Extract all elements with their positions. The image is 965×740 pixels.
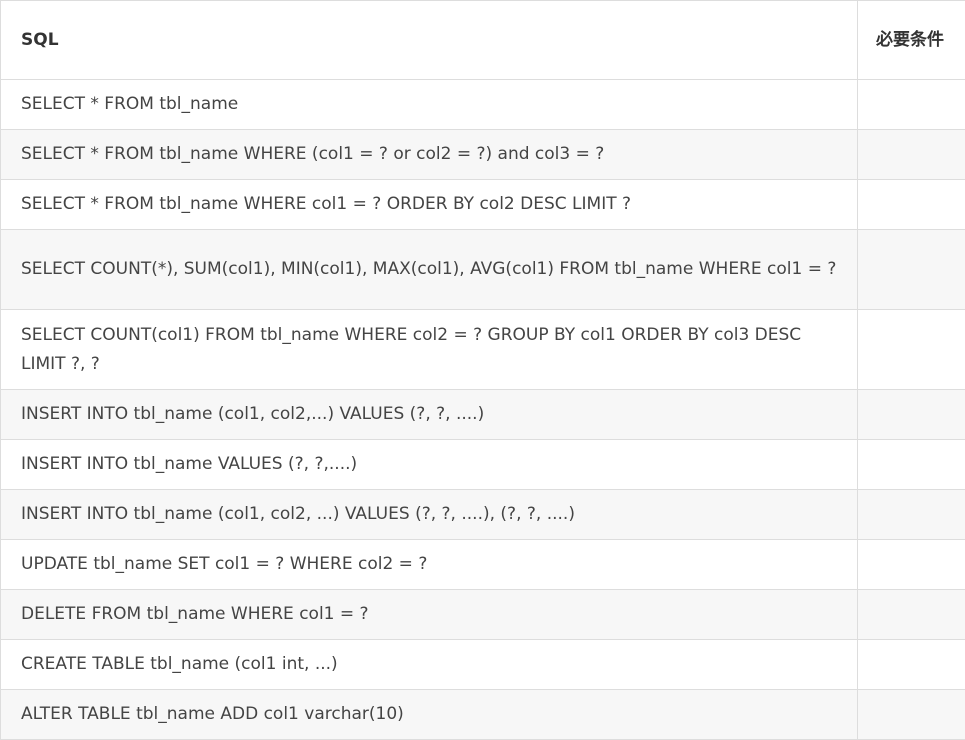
required-cell xyxy=(858,310,965,390)
sql-cell: SELECT * FROM tbl_name xyxy=(1,80,858,130)
required-cell xyxy=(858,590,965,640)
table-row: SELECT * FROM tbl_name WHERE (col1 = ? o… xyxy=(1,130,965,180)
header-required: 必要条件 xyxy=(858,1,965,80)
header-sql: SQL xyxy=(1,1,858,80)
required-cell xyxy=(858,490,965,540)
table-row: SELECT COUNT(col1) FROM tbl_name WHERE c… xyxy=(1,310,965,390)
required-cell xyxy=(858,690,965,740)
required-cell xyxy=(858,230,965,310)
table-row: UPDATE tbl_name SET col1 = ? WHERE col2 … xyxy=(1,540,965,590)
required-cell xyxy=(858,540,965,590)
table-row: SELECT COUNT(*), SUM(col1), MIN(col1), M… xyxy=(1,230,965,310)
sql-cell: UPDATE tbl_name SET col1 = ? WHERE col2 … xyxy=(1,540,858,590)
sql-cell: INSERT INTO tbl_name (col1, col2,...) VA… xyxy=(1,390,858,440)
table-row: INSERT INTO tbl_name (col1, col2,...) VA… xyxy=(1,390,965,440)
required-cell xyxy=(858,180,965,230)
sql-cell: SELECT * FROM tbl_name WHERE (col1 = ? o… xyxy=(1,130,858,180)
sql-cell: DELETE FROM tbl_name WHERE col1 = ? xyxy=(1,590,858,640)
table-row: INSERT INTO tbl_name VALUES (?, ?,....) xyxy=(1,440,965,490)
header-row: SQL 必要条件 xyxy=(1,1,965,80)
table-row: DELETE FROM tbl_name WHERE col1 = ? xyxy=(1,590,965,640)
required-cell xyxy=(858,80,965,130)
table-body: SELECT * FROM tbl_name SELECT * FROM tbl… xyxy=(1,80,965,740)
sql-cell: SELECT COUNT(col1) FROM tbl_name WHERE c… xyxy=(1,310,858,390)
table-row: INSERT INTO tbl_name (col1, col2, ...) V… xyxy=(1,490,965,540)
table-row: SELECT * FROM tbl_name xyxy=(1,80,965,130)
table-row: CREATE TABLE tbl_name (col1 int, ...) xyxy=(1,640,965,690)
table-row: ALTER TABLE tbl_name ADD col1 varchar(10… xyxy=(1,690,965,740)
table-row: SELECT * FROM tbl_name WHERE col1 = ? OR… xyxy=(1,180,965,230)
sql-cell: INSERT INTO tbl_name (col1, col2, ...) V… xyxy=(1,490,858,540)
sql-cell: SELECT COUNT(*), SUM(col1), MIN(col1), M… xyxy=(1,230,858,310)
sql-cell: SELECT * FROM tbl_name WHERE col1 = ? OR… xyxy=(1,180,858,230)
required-cell xyxy=(858,440,965,490)
table-header: SQL 必要条件 xyxy=(1,1,965,80)
required-cell xyxy=(858,640,965,690)
sql-cell: ALTER TABLE tbl_name ADD col1 varchar(10… xyxy=(1,690,858,740)
required-cell xyxy=(858,130,965,180)
sql-cell: CREATE TABLE tbl_name (col1 int, ...) xyxy=(1,640,858,690)
sql-cell: INSERT INTO tbl_name VALUES (?, ?,....) xyxy=(1,440,858,490)
required-cell xyxy=(858,390,965,440)
